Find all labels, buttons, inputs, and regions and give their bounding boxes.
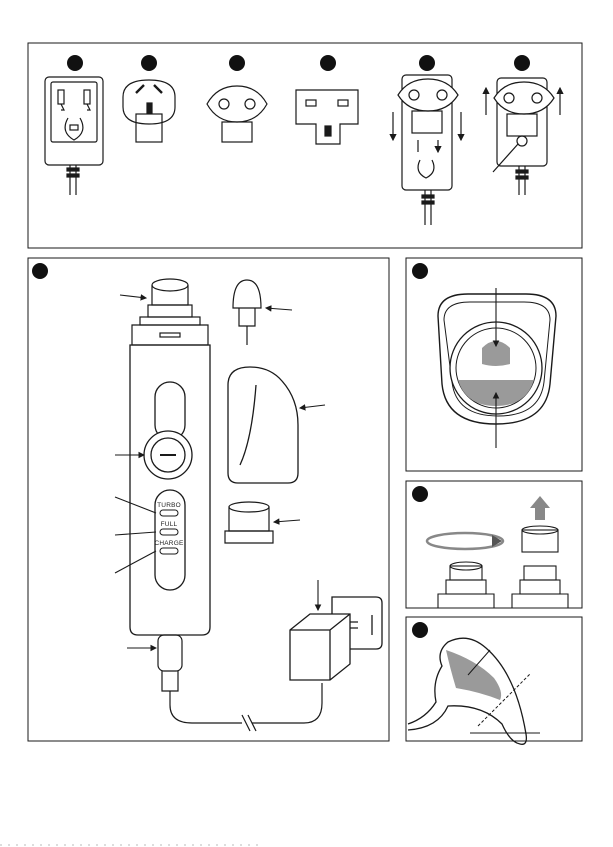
- charge-label: CHARGE: [154, 540, 183, 547]
- step-marker-head-change: [412, 486, 428, 502]
- step-marker-top-view: [412, 263, 428, 279]
- full-label: FULL: [161, 521, 178, 528]
- spare-head: [225, 502, 273, 543]
- step-marker-2: [141, 55, 157, 71]
- adapter-detach-icon: [486, 78, 560, 195]
- step-marker-3: [229, 55, 245, 71]
- australian-plug-icon: [123, 80, 175, 142]
- step-marker-5: [419, 55, 435, 71]
- step-marker-nail-angle: [412, 622, 428, 638]
- device-panel: TURBO FULL CHARGE: [28, 258, 389, 741]
- protective-cap: [228, 367, 298, 483]
- head-change-panel: [406, 481, 582, 608]
- head-top-view-panel: [406, 258, 582, 471]
- european-plug-icon: [207, 86, 267, 142]
- device-head: [132, 279, 208, 345]
- turbo-label: TURBO: [157, 502, 181, 509]
- charger-adapter: [290, 597, 382, 680]
- callout-arrows: [115, 295, 325, 648]
- device-body: [130, 345, 210, 635]
- power-button-icon[interactable]: [144, 431, 192, 479]
- step-marker-4: [320, 55, 336, 71]
- step-marker-6: [514, 55, 530, 71]
- step-marker-device: [32, 263, 48, 279]
- arrow-up-icon: [530, 496, 550, 520]
- adapter-plug-icon: [45, 77, 103, 195]
- step-marker-1: [67, 55, 83, 71]
- uk-plug-icon: [296, 90, 358, 144]
- rotate-arrow-icon: [427, 533, 503, 549]
- nail-angle-panel: [406, 617, 582, 744]
- adapter-panel: [28, 43, 582, 248]
- indicator-lights: [160, 510, 178, 554]
- nozzle-attachment: [233, 280, 261, 345]
- adapter-attach-icon: [393, 75, 461, 225]
